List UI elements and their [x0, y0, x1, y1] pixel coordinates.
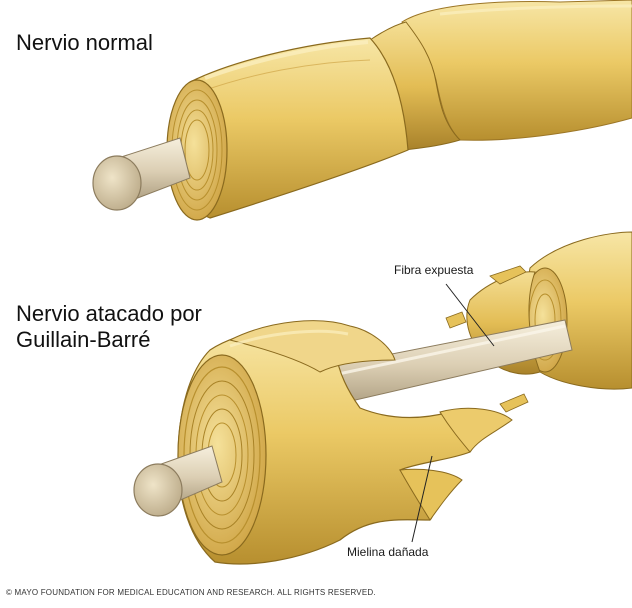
exposed-fiber-label: Fibra expuesta: [394, 263, 474, 277]
axon-end-normal: [92, 155, 142, 211]
normal-nerve-title: Nervio normal: [16, 30, 153, 55]
torn-flap-right: [439, 407, 513, 453]
normal-nerve: [92, 0, 632, 221]
leader-line-exposed-fiber: [445, 283, 495, 347]
torn-flap-lower: [399, 468, 463, 521]
damaged-end-face: [177, 354, 267, 556]
axon-end-attacked: [133, 463, 183, 517]
attacked-nerve-title-line2: Guillain-Barré: [16, 327, 151, 352]
leader-line-damaged-myelin: [411, 455, 433, 543]
attacked-nerve: [133, 231, 632, 565]
attacked-nerve-title-line1: Nervio atacado por: [16, 301, 202, 326]
copyright-notice: © MAYO FOUNDATION FOR MEDICAL EDUCATION …: [6, 588, 376, 597]
myelin-debris-2: [499, 393, 529, 413]
myelin-debris-3: [445, 311, 467, 329]
damaged-myelin-label: Mielina dañada: [347, 545, 429, 559]
torn-flap-top: [228, 320, 396, 373]
myelin-debris-1: [489, 265, 527, 285]
